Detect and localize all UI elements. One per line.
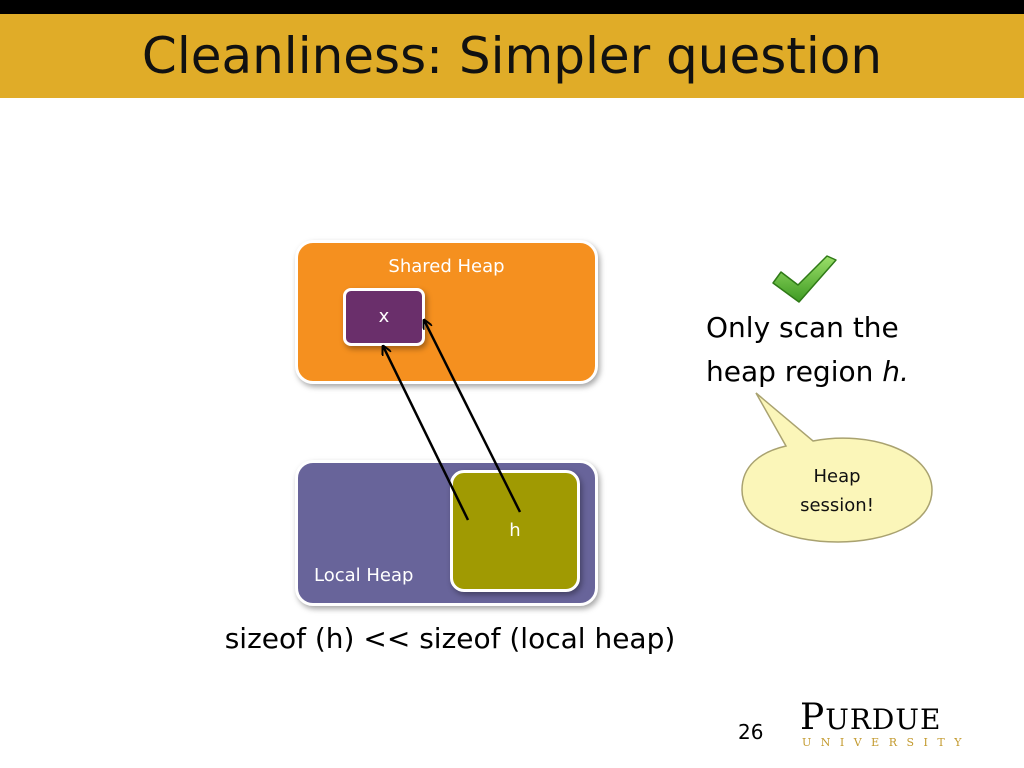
pointer-arrow-1 [383, 346, 470, 521]
title-bar [0, 14, 1024, 98]
region-h-box [450, 470, 580, 592]
shared-heap-box [295, 240, 598, 384]
page-number: 26 [738, 720, 764, 744]
note-region-name: h. [882, 355, 909, 388]
top-black-bar [0, 0, 1024, 14]
local-heap-label: Local Heap [314, 565, 414, 586]
checkmark-icon [772, 255, 837, 303]
callout-bubble [741, 392, 933, 543]
note-line-2: heap region h. [706, 350, 909, 394]
note-text: Only scan the heap region h. [706, 306, 909, 394]
object-x-label: x [378, 306, 390, 327]
diagram-caption: sizeof (h) << sizeof (local heap) [224, 622, 676, 655]
note-line-2-prefix: heap region [706, 355, 883, 388]
logo-initial: P [800, 697, 826, 738]
note-line-1: Only scan the [706, 311, 899, 344]
slide-title: Cleanliness: Simpler question [141, 27, 883, 85]
region-h-label: h [509, 520, 521, 541]
logo-rest: URDUE [825, 703, 942, 736]
callout-text: Heap session! [762, 462, 912, 520]
callout-line-1: Heap [813, 466, 861, 487]
pointer-arrow-2 [424, 320, 522, 513]
purdue-logo: PURDUE [800, 700, 941, 738]
logo-subtitle: UNIVERSITY [802, 736, 971, 749]
shared-heap-label: Shared Heap [388, 256, 505, 277]
callout-line-2: session! [800, 495, 874, 516]
